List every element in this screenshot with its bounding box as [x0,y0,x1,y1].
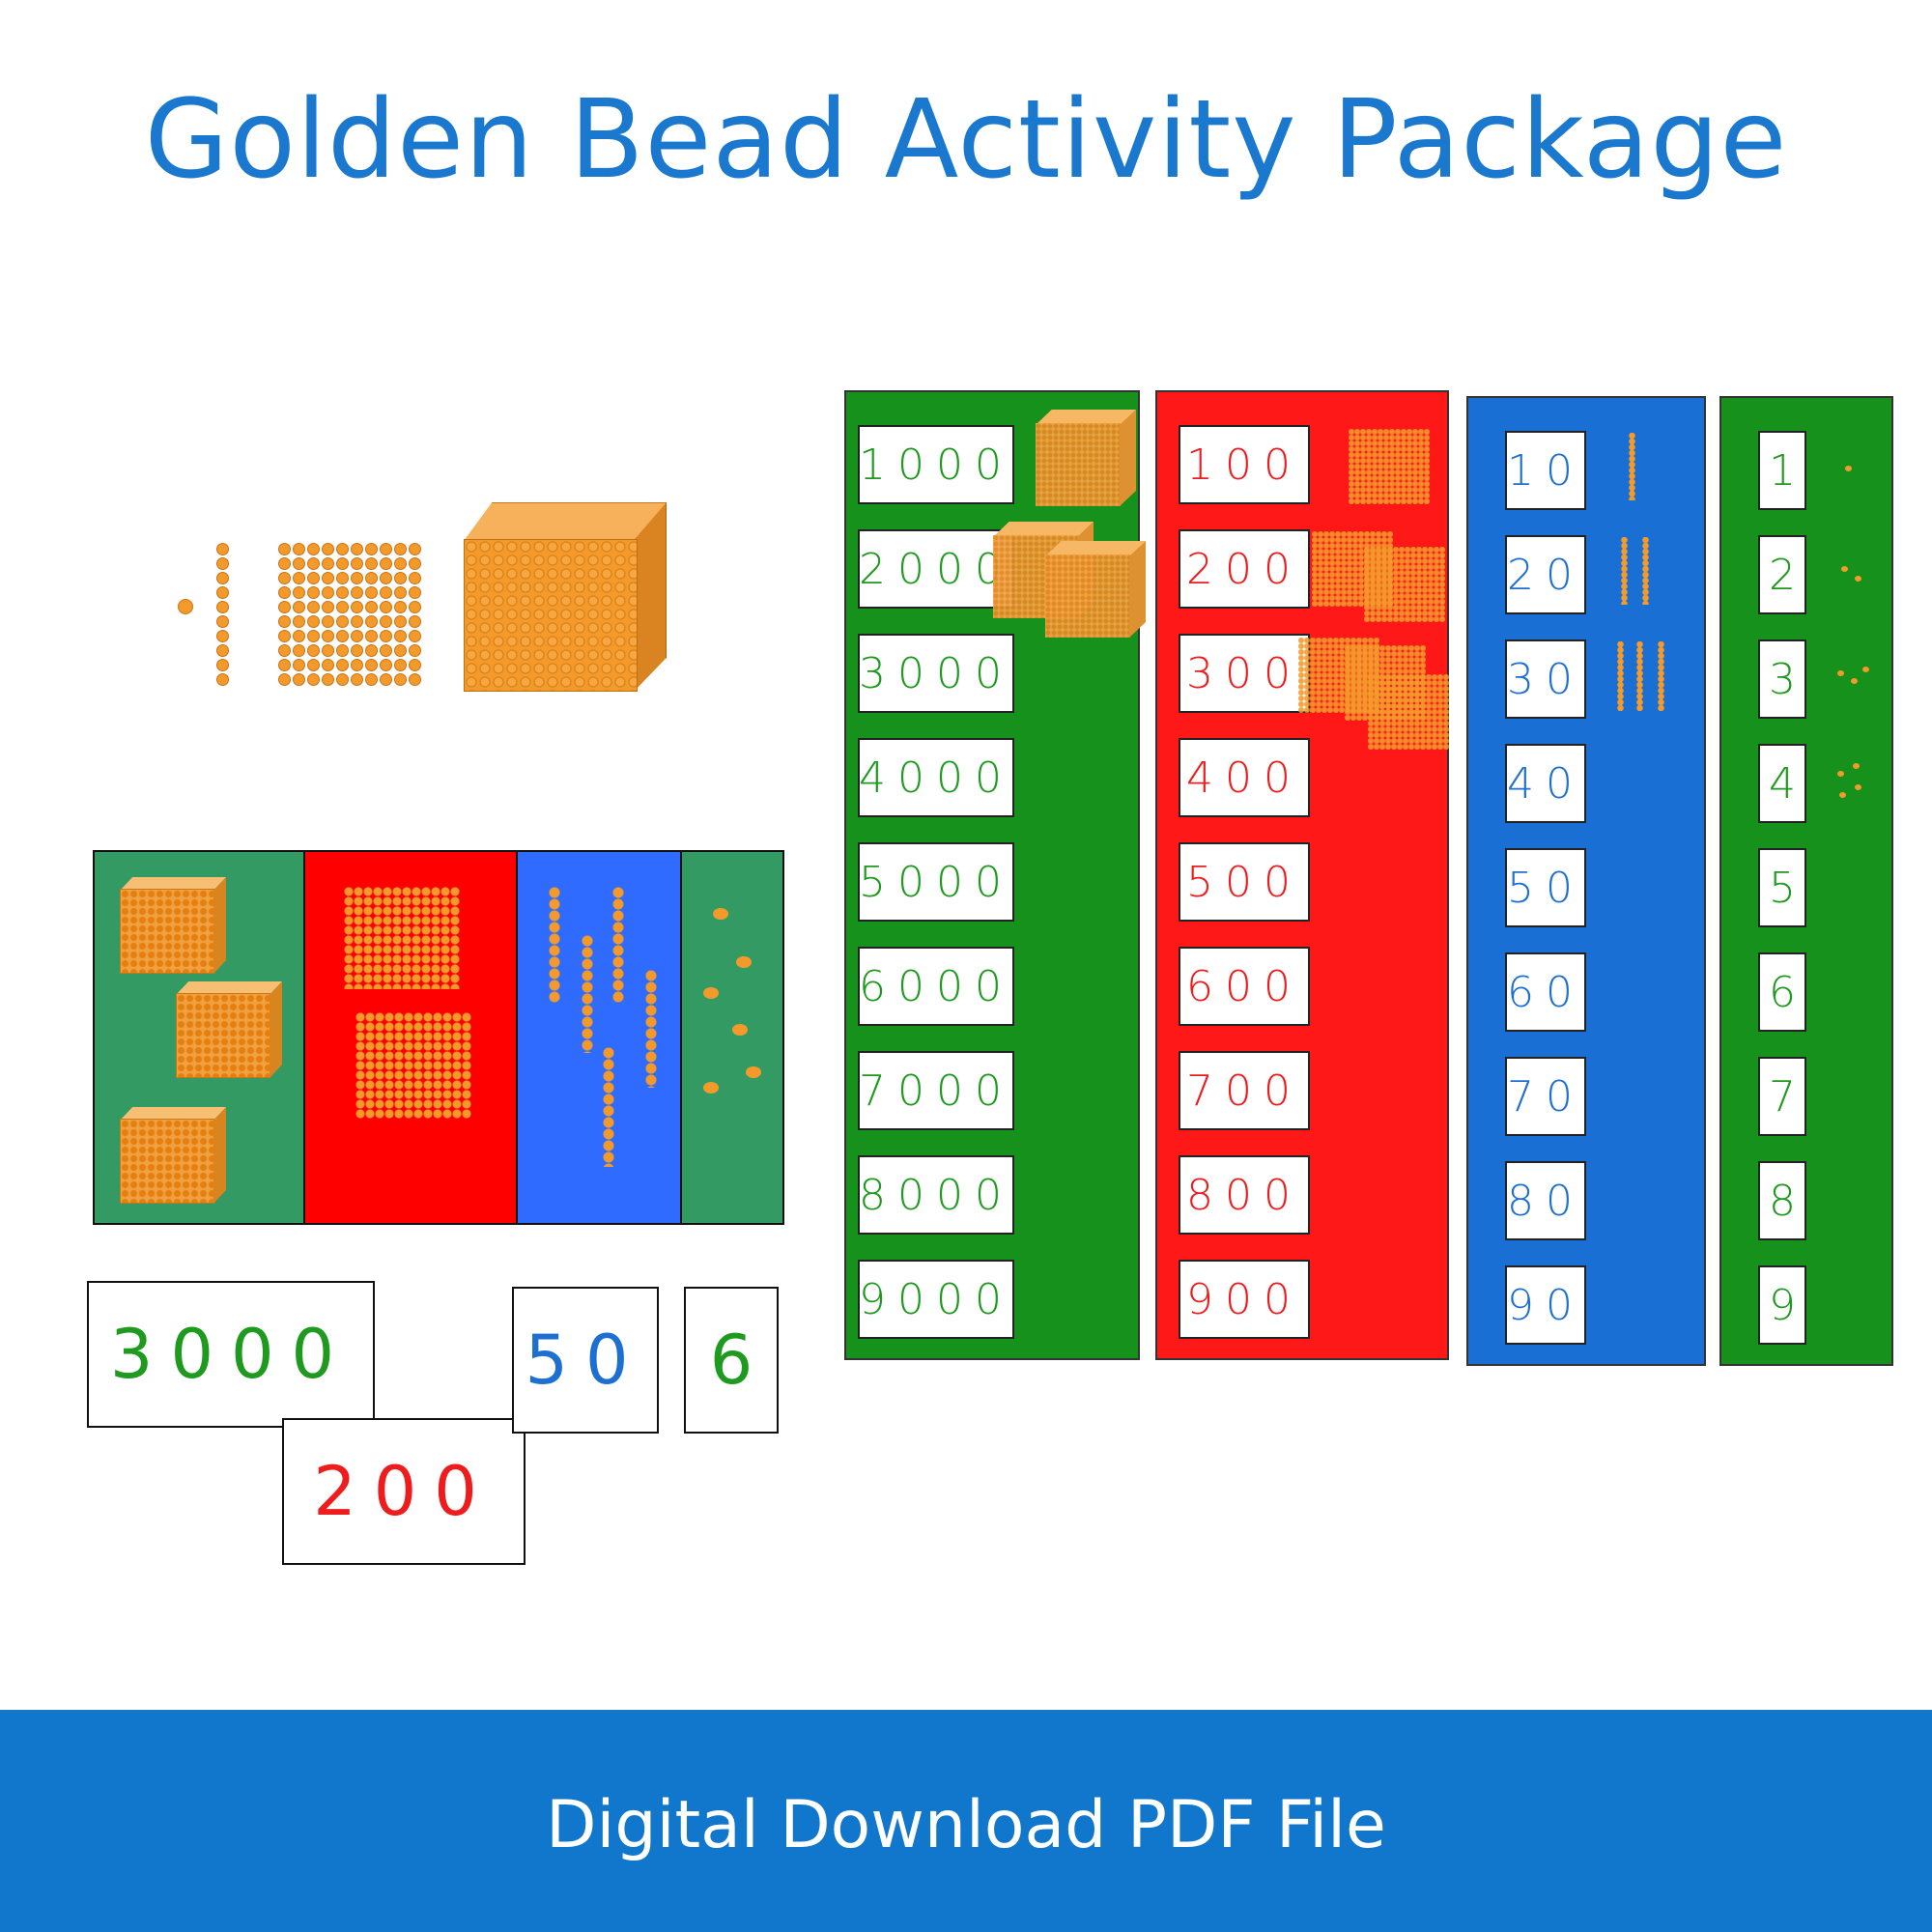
units-card: 2 [1758,535,1806,614]
thousand-cube-icon [1045,541,1146,638]
hundreds-card: 200 [1179,529,1310,609]
ten-bar-icon [1629,433,1635,500]
unit-bead-icon [746,1066,761,1078]
hundreds-card: 600 [1179,947,1310,1026]
ten-bar-icon [1636,641,1643,711]
tens-card: 60 [1505,952,1586,1032]
thousand-cube-icon [120,877,226,974]
units-card: 6 [1758,952,1806,1032]
unit-bead-icon [736,956,752,968]
ten-bar-icon [1658,641,1664,711]
tens-card: 30 [1505,639,1586,719]
units-card: 4 [1758,744,1806,823]
hundreds-card: 500 [1179,842,1310,922]
tens-card: 20 [1505,535,1586,614]
ten-bar-icon [582,935,593,1053]
tens-card: 70 [1505,1057,1586,1136]
thousands-card: 7000 [858,1051,1014,1130]
card-thousands: 3000 [87,1281,375,1428]
ten-bar-icon [645,970,657,1088]
footer-text: Digital Download PDF File [546,1787,1386,1863]
unit-bead-icon [732,1024,748,1036]
ten-bar-icon [612,887,624,1003]
ten-bar-icon [1617,641,1624,711]
hundred-square-icon [355,1012,471,1119]
units-card: 9 [1758,1265,1806,1345]
hundreds-card: 100 [1179,425,1310,504]
thousands-card: 5000 [858,842,1014,922]
hundred-square-icon [1368,674,1449,750]
thousand-cube-icon [1036,410,1136,506]
units-card: 3 [1758,639,1806,719]
thousands-card: 3000 [858,634,1014,713]
tens-strip [1466,396,1706,1366]
card-hundreds: 200 [282,1418,526,1565]
thousands-card: 2000 [858,529,1014,609]
bead-materials [174,502,676,696]
thousand-cube-icon [176,981,282,1078]
board-units-column [680,850,784,1225]
hundred-square-icon [1349,429,1430,504]
unit-bead-icon [703,987,719,999]
ten-bar-icon [603,1047,614,1167]
unit-bead-icon [703,1082,719,1094]
hundreds-card: 700 [1179,1051,1310,1130]
ten-bar-icon [1642,537,1649,605]
ten-bar-icon [1621,537,1628,605]
tens-card: 10 [1505,431,1586,510]
hundreds-card: 900 [1179,1260,1310,1339]
ten-bar-icon [549,887,560,1003]
units-card: 8 [1758,1161,1806,1240]
tens-card: 50 [1505,848,1586,927]
thousands-card: 1000 [858,425,1014,504]
thousands-card: 4000 [858,738,1014,817]
page-title: Golden Bead Activity Package [144,77,1788,203]
tens-card: 90 [1505,1265,1586,1345]
card-tens: 50 [512,1287,659,1434]
thousands-card: 9000 [858,1260,1014,1339]
thousand-cube-icon [120,1107,226,1204]
tens-card: 40 [1505,744,1586,823]
card-units: 6 [684,1287,779,1434]
hundreds-card: 400 [1179,738,1310,817]
units-card: 7 [1758,1057,1806,1136]
units-card: 1 [1758,431,1806,510]
hundred-square-icon [1364,547,1445,622]
units-card: 5 [1758,848,1806,927]
units-strip [1719,396,1893,1366]
thousands-card: 8000 [858,1155,1014,1235]
footer-bar [0,1710,1932,1932]
hundred-square-icon [344,887,460,989]
unit-bead-icon [713,908,728,920]
hundreds-card: 300 [1179,634,1310,713]
hundreds-card: 800 [1179,1155,1310,1235]
thousands-card: 6000 [858,947,1014,1026]
board-tens-column [516,850,682,1225]
tens-card: 80 [1505,1161,1586,1240]
